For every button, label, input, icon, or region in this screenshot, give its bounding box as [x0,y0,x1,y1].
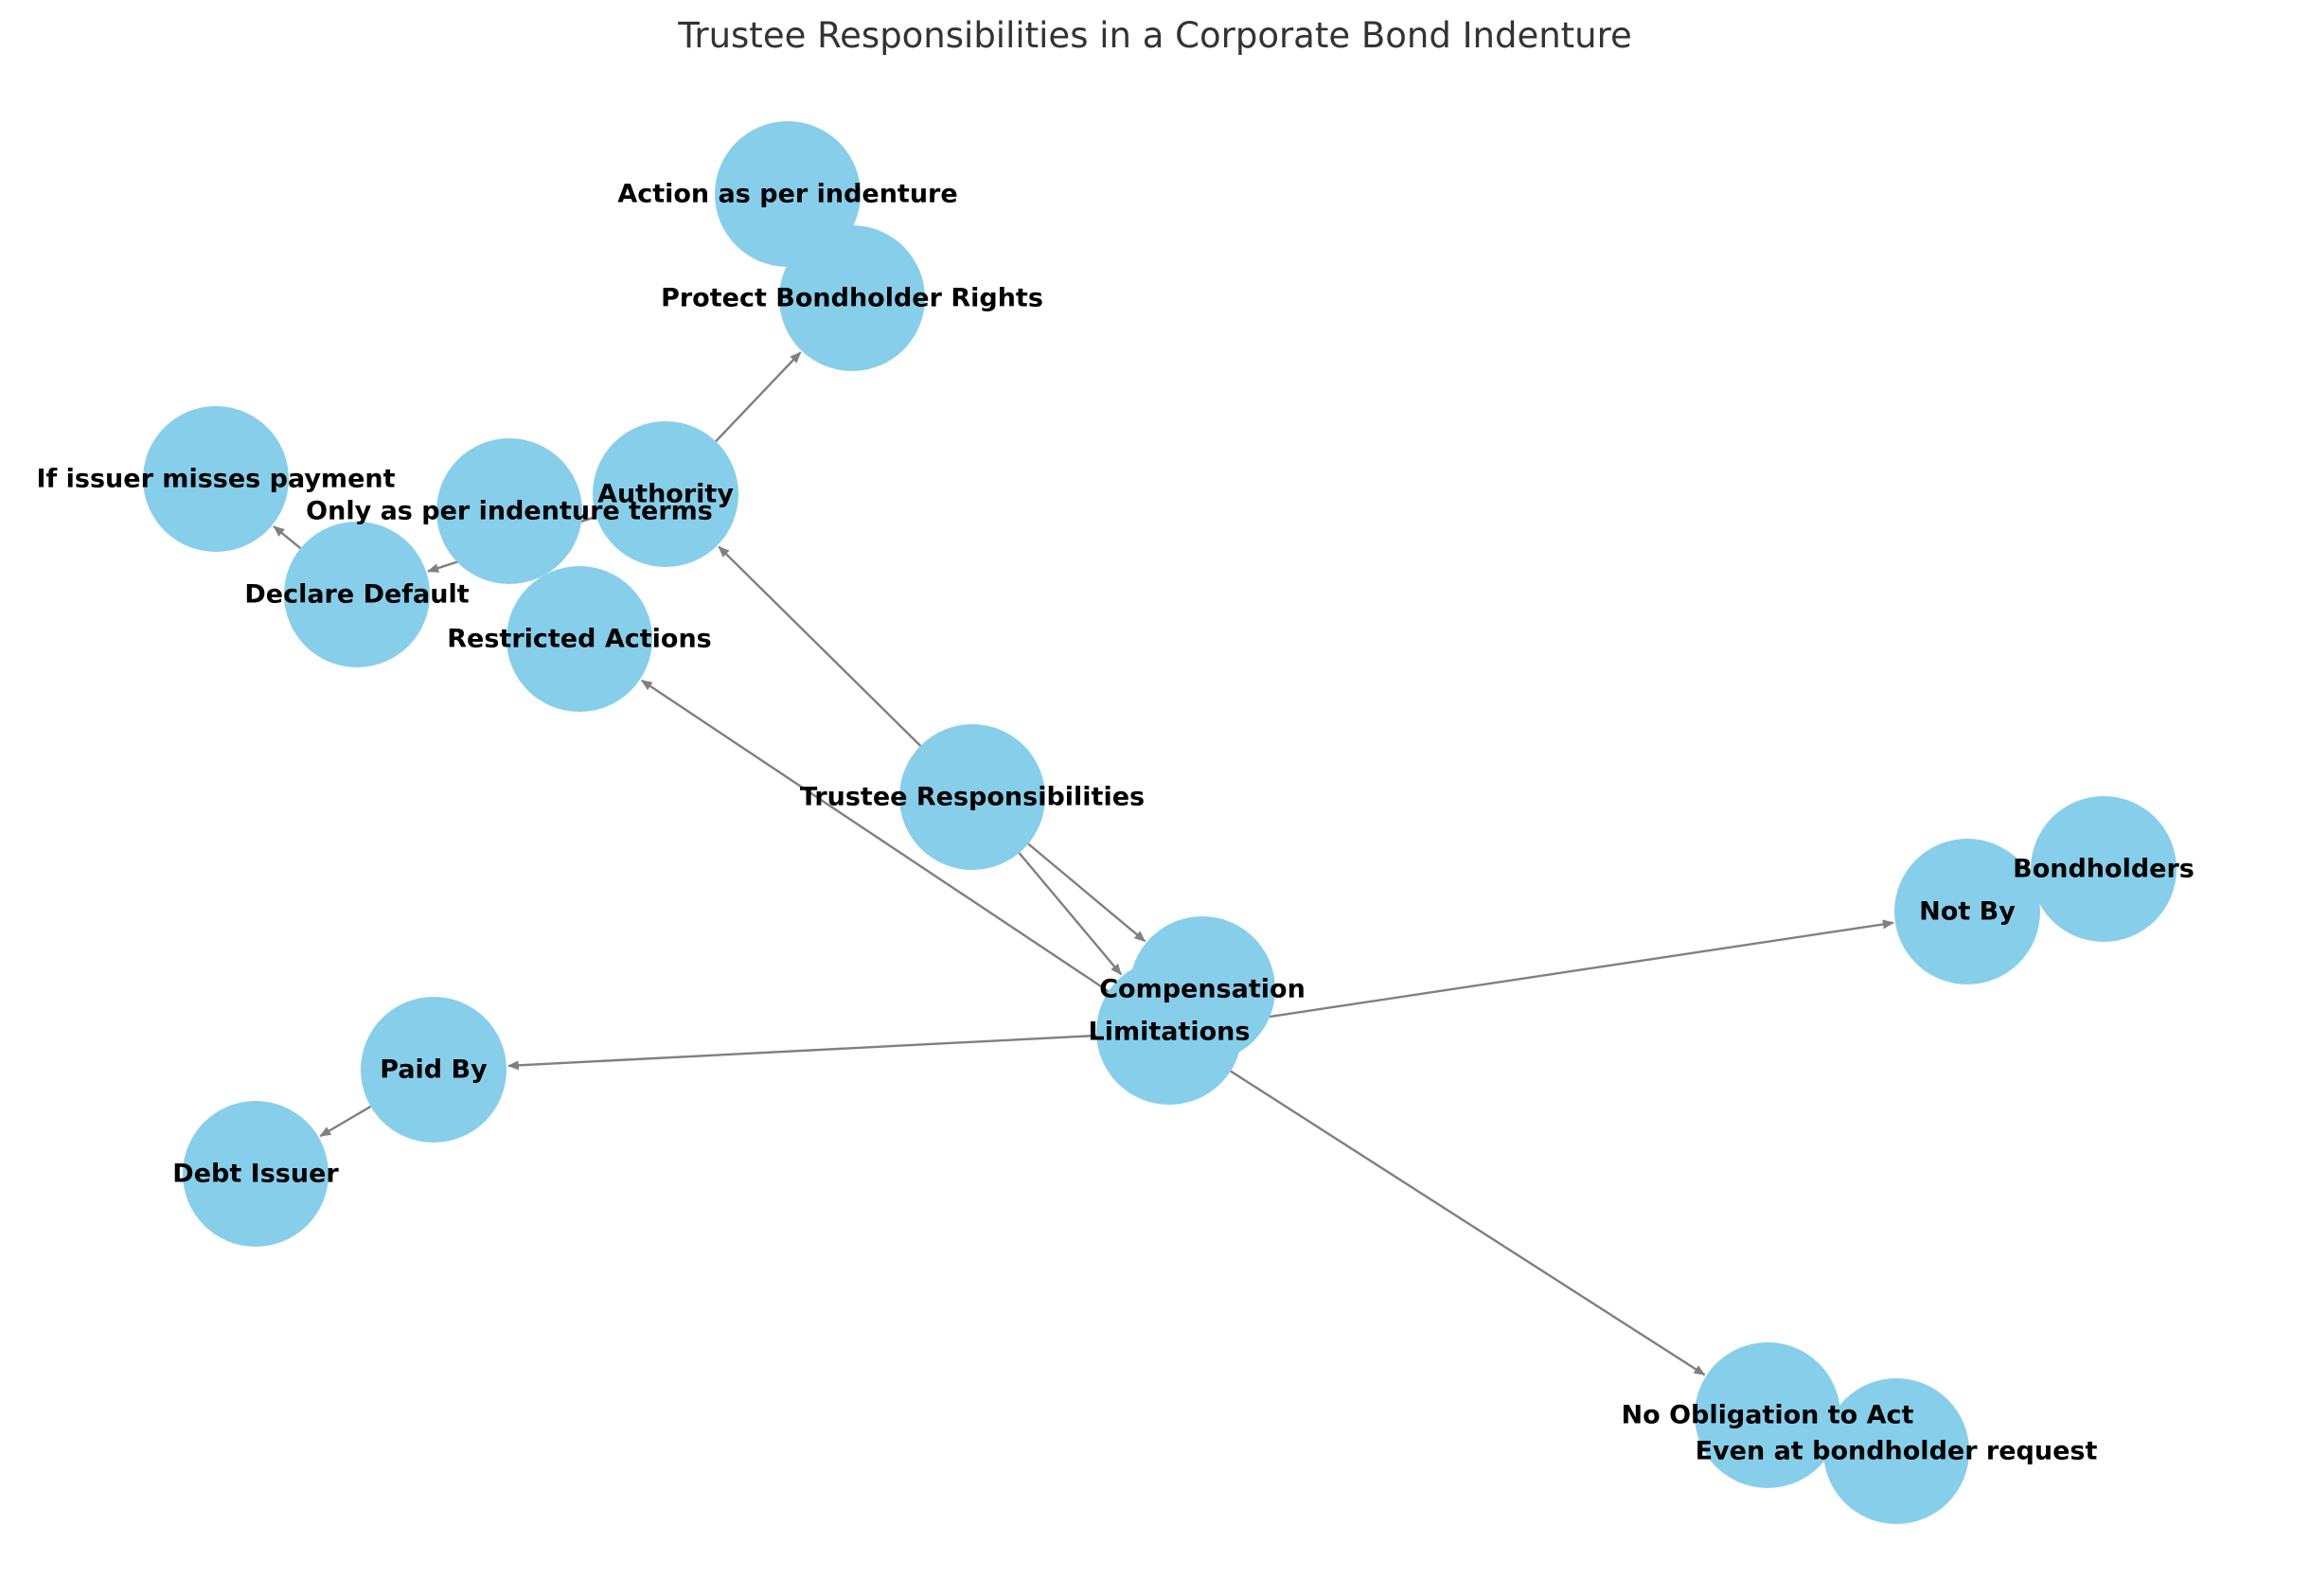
node-label-limitations: Limitations [1089,1018,1251,1047]
node-no_obligation [1695,1342,1840,1488]
node-restricted [506,566,652,712]
edge-authority-to-protect [715,351,802,443]
node-even_request [1823,1378,1969,1524]
edge-trustee-to-compensation [1027,842,1146,943]
nodes-layer [143,121,2177,1524]
diagram-title: Trustee Responsibilities in a Corporate … [677,15,1632,56]
node-action_indenture [715,121,861,267]
node-misses_payment [143,406,289,552]
node-label-compensation: Compensation [1099,975,1306,1004]
node-label-only_terms: Only as per indenture terms [306,497,713,526]
node-not_by [1894,839,2040,984]
node-label-authority: Authority [597,480,734,509]
edge-limitations-to-not_by [1240,919,1894,1022]
node-label-misses_payment: If issuer misses payment [36,465,395,494]
node-protect [779,225,925,371]
node-label-protect: Protect Bondholder Rights [661,284,1043,313]
edge-trustee-to-limitations [1018,852,1123,976]
node-label-not_by: Not By [1919,897,2016,927]
labels-layer: Trustee Responsibilities AuthorityRestric… [36,180,2194,1466]
node-only_terms [436,438,582,584]
node-label-bondholders: Bondholders [2013,855,2194,884]
edge-limitations-to-no_obligation [1230,1070,1706,1376]
node-label-debt_issuer: Debt Issuer [172,1160,339,1189]
node-label-restricted: Restricted Actions [447,625,712,654]
node-label-no_obligation: No Obligation to Act [1622,1401,1914,1430]
edge-paid_by-to-debt_issuer [319,1105,372,1138]
node-debt_issuer [183,1101,329,1247]
node-label-trustee: Trustee Responsibilities [800,783,1145,812]
node-label-action_indenture: Action as per indenture [617,180,957,209]
node-authority [593,421,738,567]
node-limitations [1096,959,1242,1105]
edge-limitations-to-paid_by [506,1034,1097,1071]
node-label-paid_by: Paid By [380,1055,488,1085]
node-label-even_request: Even at bondholder request [1696,1437,2098,1466]
node-label-declare_default: Declare Default [244,580,469,610]
node-declare_default [284,522,430,667]
node-trustee [899,724,1045,870]
node-bondholders [2031,796,2177,942]
edge-declare_default-to-misses_payment [273,525,302,550]
edge-trustee-to-authority [718,545,922,747]
node-paid_by [361,997,506,1143]
edge-limitations-to-restricted [640,679,1110,993]
